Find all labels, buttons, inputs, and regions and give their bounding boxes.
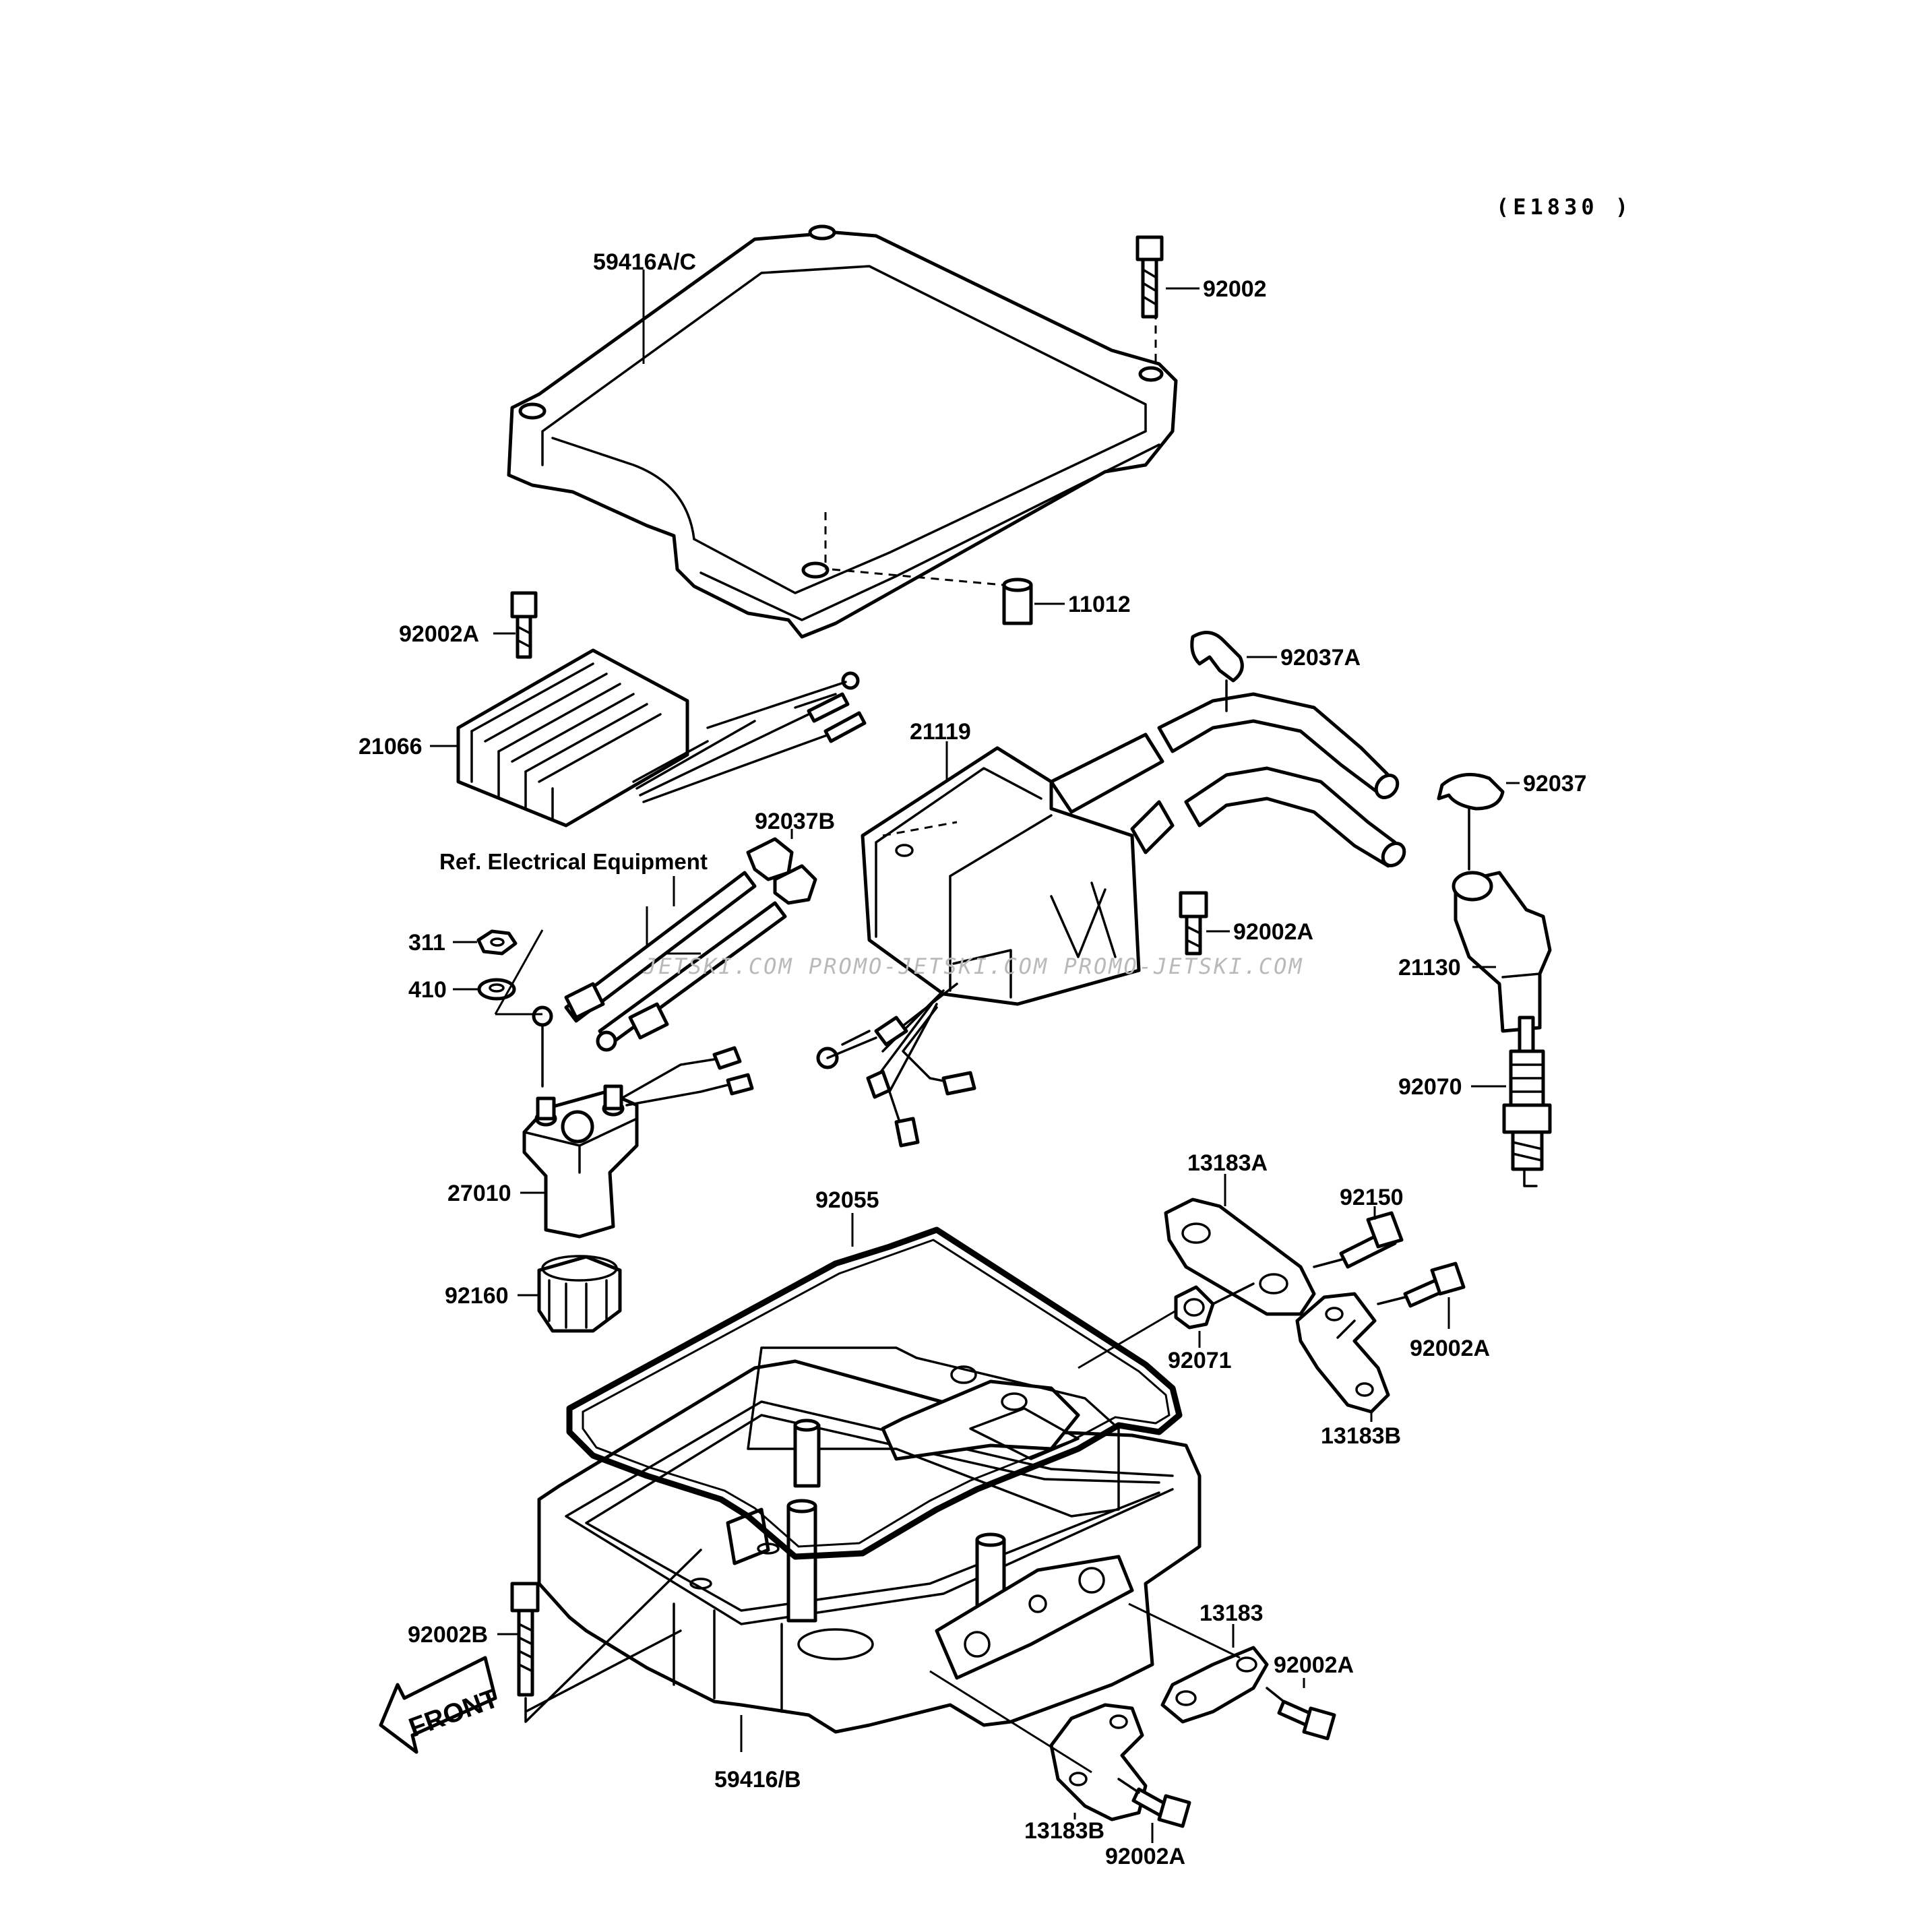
bolt-92002a-lower-right [1266, 1687, 1336, 1741]
label-13183b-2: 13183B [1024, 1818, 1104, 1844]
top-cover [507, 224, 1178, 639]
coil-harness [816, 983, 976, 1148]
label-21066: 21066 [359, 734, 423, 759]
bolt-92002b [510, 1549, 702, 1723]
label-92002a-5: 92002A [1105, 1844, 1185, 1869]
collar-11012 [1002, 578, 1033, 625]
label-21119: 21119 [910, 719, 971, 745]
label-13183: 13183 [1199, 1600, 1264, 1626]
label-13183b-1: 13183B [1321, 1423, 1401, 1449]
label-92070: 92070 [1398, 1074, 1462, 1100]
grommet-92071 [1078, 1282, 1255, 1369]
bolt-92002a-regulator [510, 591, 538, 659]
label-92160: 92160 [445, 1283, 509, 1309]
bolt-92002a-upper [1377, 1261, 1466, 1308]
label-21130: 21130 [1398, 955, 1461, 980]
plug-cap-21130 [1452, 871, 1552, 1033]
front-arrow: FRONT [379, 1656, 503, 1754]
label-311: 311 [408, 930, 445, 956]
spark-plug-92070 [1502, 1016, 1552, 1187]
label-27010: 27010 [447, 1181, 511, 1206]
battery-cables [532, 871, 787, 1052]
bolt-92002 [1135, 235, 1164, 319]
label-92002a-1: 92002A [399, 621, 479, 647]
label-92002-top: 92002 [1203, 276, 1267, 302]
ref-electrical-equipment: Ref. Electrical Equipment [439, 849, 708, 874]
label-92055: 92055 [815, 1187, 879, 1213]
label-92002a-4: 92002A [1274, 1652, 1354, 1678]
nut-311 [476, 929, 518, 956]
label-92002a-2: 92002A [1233, 919, 1313, 945]
bracket-13183 [1128, 1602, 1269, 1724]
label-92037: 92037 [1523, 771, 1587, 797]
gasket-92055 [566, 1226, 1183, 1560]
inner-tray [747, 1346, 1120, 1518]
label-59416b: 59416/B [714, 1767, 801, 1793]
solenoid-27010 [522, 1023, 754, 1239]
washer-410 [477, 978, 516, 1001]
label-410: 410 [408, 977, 447, 1003]
bracket-13183a [1164, 1197, 1316, 1316]
label-92002a-3: 92002A [1410, 1336, 1490, 1361]
bolt-92002a-coil [1179, 891, 1208, 956]
watermark: JETSKI.COM PROMO-JETSKI.COM PROMO-JETSKI… [643, 954, 1304, 979]
label-92037a: 92037A [1280, 645, 1361, 671]
label-59416ac: 59416A/C [593, 249, 696, 275]
ht-leads [1049, 692, 1406, 868]
label-92002b: 92002B [408, 1622, 488, 1648]
bolt-92002a-bottom [1117, 1778, 1191, 1828]
label-92071: 92071 [1168, 1348, 1232, 1373]
regulator-21066 [456, 648, 867, 828]
bolt-92150 [1313, 1211, 1404, 1269]
clamp-92037b [746, 837, 817, 905]
leader-solenoid-group [494, 929, 544, 1016]
label-92037b: 92037B [755, 809, 835, 834]
bracket-13183b-upper [1295, 1292, 1390, 1414]
bracket-13183b-lower [929, 1670, 1148, 1821]
label-11012: 11012 [1068, 592, 1131, 617]
label-92150: 92150 [1340, 1185, 1404, 1210]
clamp-92037a [1190, 631, 1244, 712]
clamp-92037 [1437, 772, 1505, 871]
label-13183a: 13183A [1187, 1150, 1268, 1176]
diagram-code: (E1830 ) [1496, 194, 1632, 220]
ignition-coil-21119 [861, 746, 1141, 1006]
cap-92160 [537, 1255, 622, 1333]
